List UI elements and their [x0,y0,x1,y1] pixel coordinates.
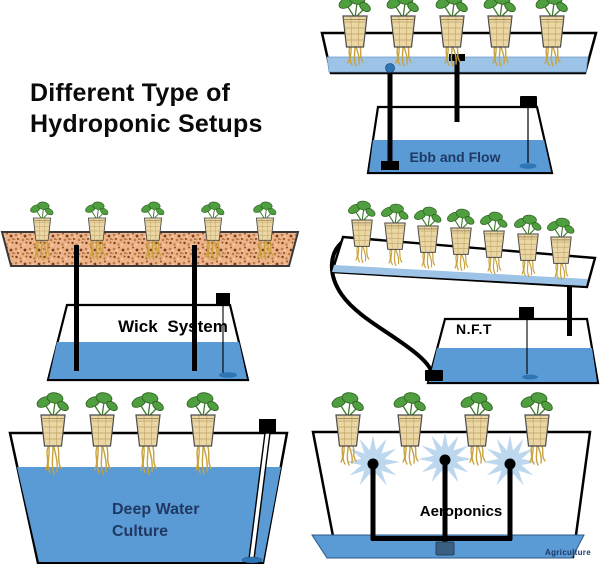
dwc-label-line1: Deep Water [112,501,200,518]
air-pump [519,307,538,380]
manifold-pipe [371,536,512,541]
return-tube [329,238,434,373]
drain-pipe [567,283,572,336]
nft-label: N.F.T [456,321,492,337]
deep-water-culture-drawing [8,390,289,564]
reservoir-water [369,140,551,172]
drain-pipe [449,54,465,122]
page-title-line1: Different Type of [30,79,231,107]
nft-drawing [329,190,600,385]
ebb-and-flow-label: Ebb and Flow [409,149,501,165]
aeroponics-drawing [311,386,592,559]
tube-outlet [425,370,443,381]
wicks [74,245,197,371]
aeroponics-diagram [300,386,600,564]
nutrient-film [332,265,588,286]
reservoir-water [429,348,597,382]
aeroponics-label: Aeroponics [419,503,503,520]
deep-water-culture-diagram [0,386,300,564]
wick-system-diagram [0,190,300,392]
ebb-and-flow-diagram [300,0,600,190]
watermark: Agriculture [545,548,591,557]
mist-nozzles [367,454,516,546]
ebb-and-flow-drawing [320,0,598,175]
dwc-label-line2: Culture [112,523,168,540]
air-pump [216,293,237,378]
pump-inlet [435,541,455,556]
nft-diagram [300,190,600,402]
air-pump [519,96,537,169]
tank-water [17,467,281,562]
deep-water-culture-label: Deep Water Culture [112,499,199,543]
wick-system-label: Wick System [118,317,228,336]
air-pump [241,419,276,564]
wick-system-drawing [0,200,300,382]
page-title: Different Type of Hydroponic Setups [30,78,263,140]
reservoir-water [49,342,247,379]
fill-pipe [381,63,399,170]
page-title-line2: Hydroponic Setups [30,110,263,138]
